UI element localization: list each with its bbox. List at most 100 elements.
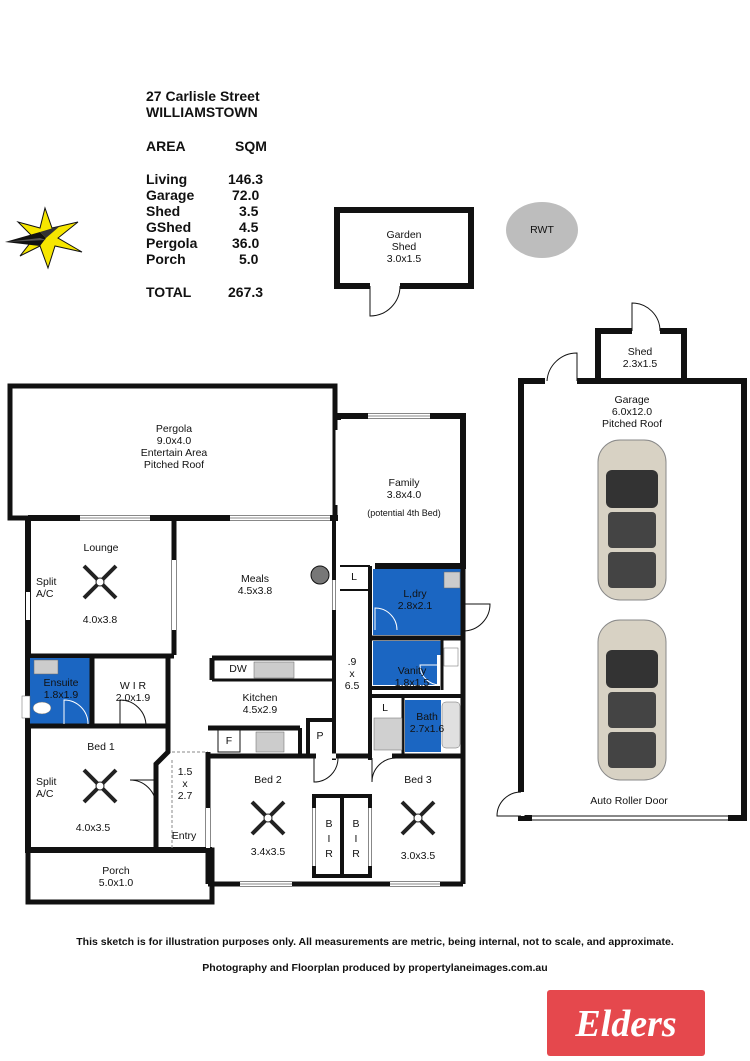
bir-2-label: B I R [352,818,360,860]
bed2-door[interactable] [313,757,339,783]
hall-dim-1: .9 [347,656,357,668]
hall-dim-2: x [349,668,355,680]
family-name: Family [388,477,420,489]
elders-logo-text: Elders [574,1003,676,1045]
garage-label: Garage 6.0x12.0 Pitched Roof [602,394,662,430]
area-value: 36.0 [232,235,260,251]
bed2-dim: 3.4x3.5 [250,846,286,858]
shed-name: Shed [627,346,653,358]
credit-text: Photography and Floorplan produced by pr… [202,962,548,974]
elders-logo: Elders [547,990,705,1056]
dw-label: DW [229,663,247,675]
porch-label: Porch 5.0x1.0 [99,865,133,889]
wir-name: W I R [119,680,147,692]
bed1-label: Bed 1 [87,741,115,753]
laundry-door[interactable] [462,603,491,632]
garage-roof: Pitched Roof [601,418,663,430]
family-dim: 3.8x4.0 [386,489,422,501]
auto-roller-door-label: Auto Roller Door [590,795,668,807]
bed1-door[interactable] [129,779,157,807]
laundry-name: L,dry [403,588,427,600]
bed3-door[interactable] [371,757,397,783]
garage-dim: 6.0x12.0 [611,406,653,418]
lounge-split-ac: Split A/C [36,576,56,600]
disclaimer-text: This sketch is for illustration purposes… [76,936,674,948]
hall-dim-3: 6.5 [344,680,360,692]
bir-letter: R [352,848,360,860]
address-line-1: 27 Carlisle Street [146,88,260,104]
garden-shed-door[interactable] [369,285,401,317]
bir-letter: I [327,833,331,845]
vanity-name: Vanity [397,665,427,677]
kitchen-label: Kitchen 4.5x2.9 [242,692,277,716]
ceiling-fan-icon [250,800,286,836]
area-name: GShed [146,219,192,235]
porch-dim: 5.0x1.0 [98,877,134,889]
garden-shed-name: Garden [386,229,422,241]
split-ac-line-2: A/C [36,788,54,800]
wir-label: W I R 2.0x1.9 [116,680,150,704]
address-line-2: WILLIAMSTOWN [146,104,258,120]
bir-letter: I [354,833,358,845]
elders-logo-mark: Elders [574,1003,676,1045]
shed-door[interactable] [631,302,661,332]
shed-dim: 2.3x1.5 [622,358,658,370]
entry-hall-dim-2: x [182,778,188,790]
pergola-roof: Pitched Roof [143,459,205,471]
linen-2-label: L [382,702,388,714]
bir-letter: B [325,818,333,830]
area-name: Porch [146,251,186,267]
laundry-dim: 2.8x2.1 [397,600,433,612]
wir-door[interactable] [119,699,147,727]
family-note: (potential 4th Bed) [367,508,441,518]
car-icon [597,439,667,601]
garden-shed-label: Garden Shed 3.0x1.5 [386,229,421,265]
bed1-split-ac: Split A/C [36,776,56,800]
hall-dim: .9 x 6.5 [345,656,360,692]
rwt-tank [506,202,578,258]
bir-letter: B [352,818,360,830]
area-value: 4.5 [239,219,259,235]
area-name: Shed [146,203,181,219]
meals-dim: 4.5x3.8 [237,585,273,597]
ceiling-fan-icon [82,564,118,600]
area-header: AREA [146,138,186,154]
family-label: Family 3.8x4.0 [387,477,421,501]
shed-label: Shed 2.3x1.5 [623,346,657,370]
bath-dim: 2.7x1.6 [409,723,445,735]
vanity-label: Vanity 1.8x1.5 [395,665,429,689]
area-total-value: 267.3 [228,284,264,300]
pergola-dim: 9.0x4.0 [156,435,192,447]
porch-name: Porch [102,865,130,877]
lounge-dim: 4.0x3.8 [82,614,118,626]
meals-name: Meals [240,573,270,585]
ceiling-fan-icon [400,800,436,836]
entry-label: Entry [171,830,197,842]
vanity-floor [373,641,441,655]
garden-shed-dim: 3.0x1.5 [386,253,422,265]
porch-outline [25,847,215,905]
bed2-label: Bed 2 [254,774,282,786]
garden-shed-walls [334,207,474,289]
bir-1-label: B I R [325,818,333,860]
area-value: 146.3 [228,171,264,187]
car-icon [597,619,667,781]
area-value: 3.5 [239,203,259,219]
entry-hall-dim: 1.5 x 2.7 [178,766,193,802]
area-value: 5.0 [239,251,259,267]
area-name: Garage [146,187,195,203]
bed3-dim: 3.0x3.5 [400,850,436,862]
wir-dim: 2.0x1.9 [115,692,151,704]
rwt-label: RWT [530,224,554,236]
garage-side-door[interactable] [546,352,578,382]
split-ac-line-1: Split [36,576,57,588]
pantry-label: P [316,730,324,742]
split-ac-line-1: Split [36,776,57,788]
lounge-label: Lounge [83,542,119,554]
garage-front-door[interactable] [496,791,522,817]
kitchen-name: Kitchen [242,692,278,704]
kitchen-dim: 4.5x2.9 [242,704,278,716]
ensuite-label: Ensuite 1.8x1.9 [43,677,78,701]
ensuite-name: Ensuite [43,677,79,689]
